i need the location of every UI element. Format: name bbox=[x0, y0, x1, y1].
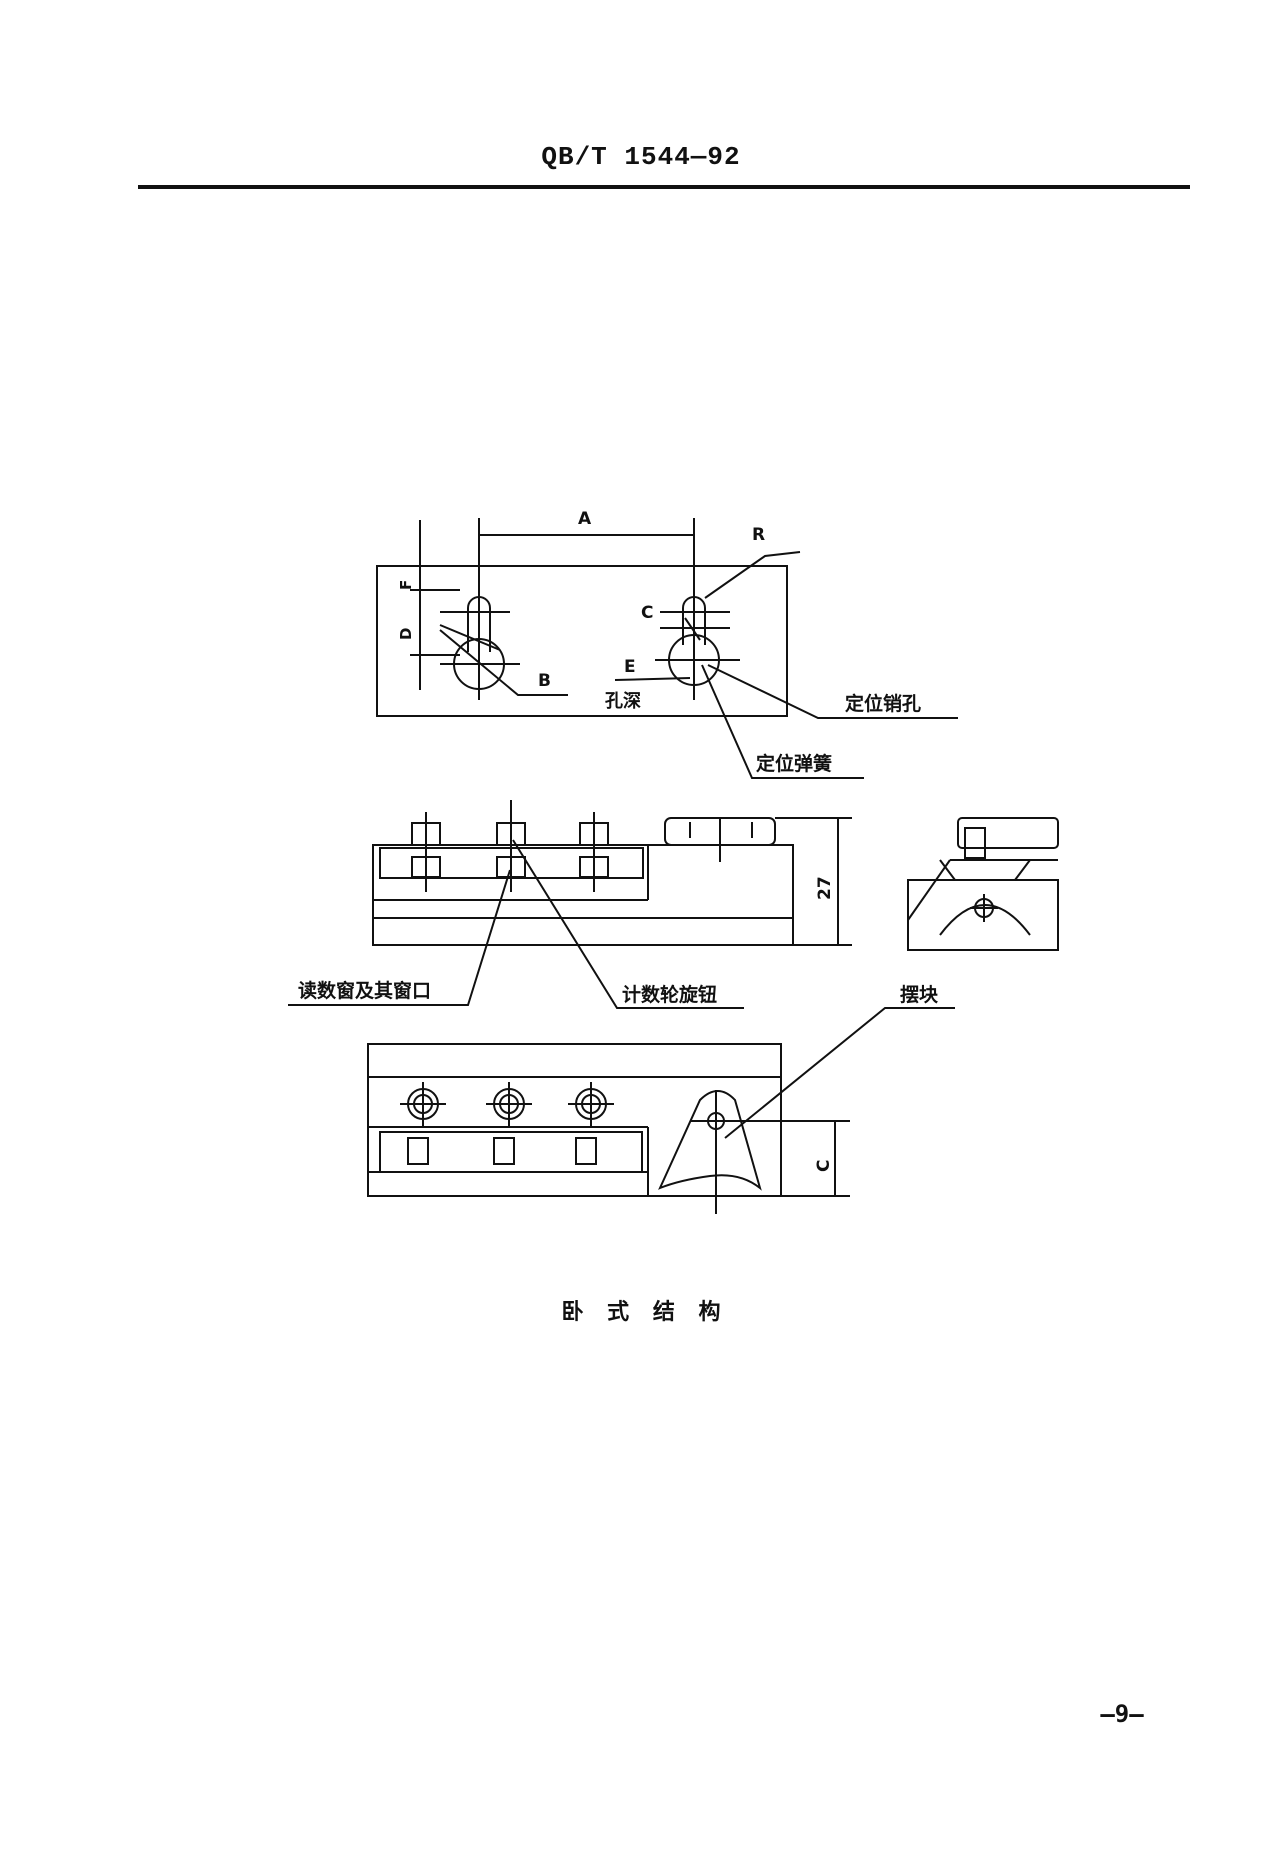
label-counter-knob: 计数轮旋钮 bbox=[622, 983, 717, 1006]
bottom-view bbox=[367, 1043, 850, 1214]
keyhole-right bbox=[655, 580, 740, 700]
label-hole-depth: 孔深 bbox=[605, 690, 641, 712]
label-swing-block: 摆块 bbox=[900, 984, 939, 1006]
leader-E bbox=[614, 677, 691, 681]
label-locating-spring: 定位弹簧 bbox=[756, 752, 832, 775]
label-A: A bbox=[578, 509, 592, 529]
label-R: R bbox=[752, 525, 765, 545]
label-locating-pin-hole: 定位销孔 bbox=[845, 692, 921, 715]
label-E: E bbox=[624, 657, 636, 677]
label-C-bottom: C bbox=[814, 1160, 834, 1172]
header-rule bbox=[138, 185, 1190, 189]
page-number: —9— bbox=[1100, 1700, 1144, 1728]
label-C: C bbox=[641, 603, 653, 623]
leader-reading-window bbox=[288, 869, 511, 1006]
label-reading-window: 读数窗及其窗口 bbox=[298, 979, 431, 1002]
leader-R bbox=[704, 551, 801, 599]
side-view bbox=[907, 817, 1059, 951]
leader-locating-spring bbox=[701, 664, 864, 779]
keyhole-left bbox=[439, 580, 520, 700]
leader-swing-block bbox=[724, 1007, 955, 1139]
label-D: D bbox=[397, 628, 415, 640]
top-plate bbox=[376, 565, 788, 717]
leader-locating-pin-hole bbox=[707, 664, 958, 719]
label-F: F bbox=[397, 580, 415, 590]
leader-B bbox=[439, 629, 568, 696]
standard-number: QB/T 1544—92 bbox=[541, 142, 741, 172]
front-view bbox=[372, 800, 794, 946]
leader-counter-knob bbox=[512, 839, 744, 1009]
label-dim-27: 27 bbox=[815, 876, 835, 900]
figure-caption: 卧 式 结 构 bbox=[561, 1299, 721, 1325]
label-B: B bbox=[538, 671, 551, 691]
